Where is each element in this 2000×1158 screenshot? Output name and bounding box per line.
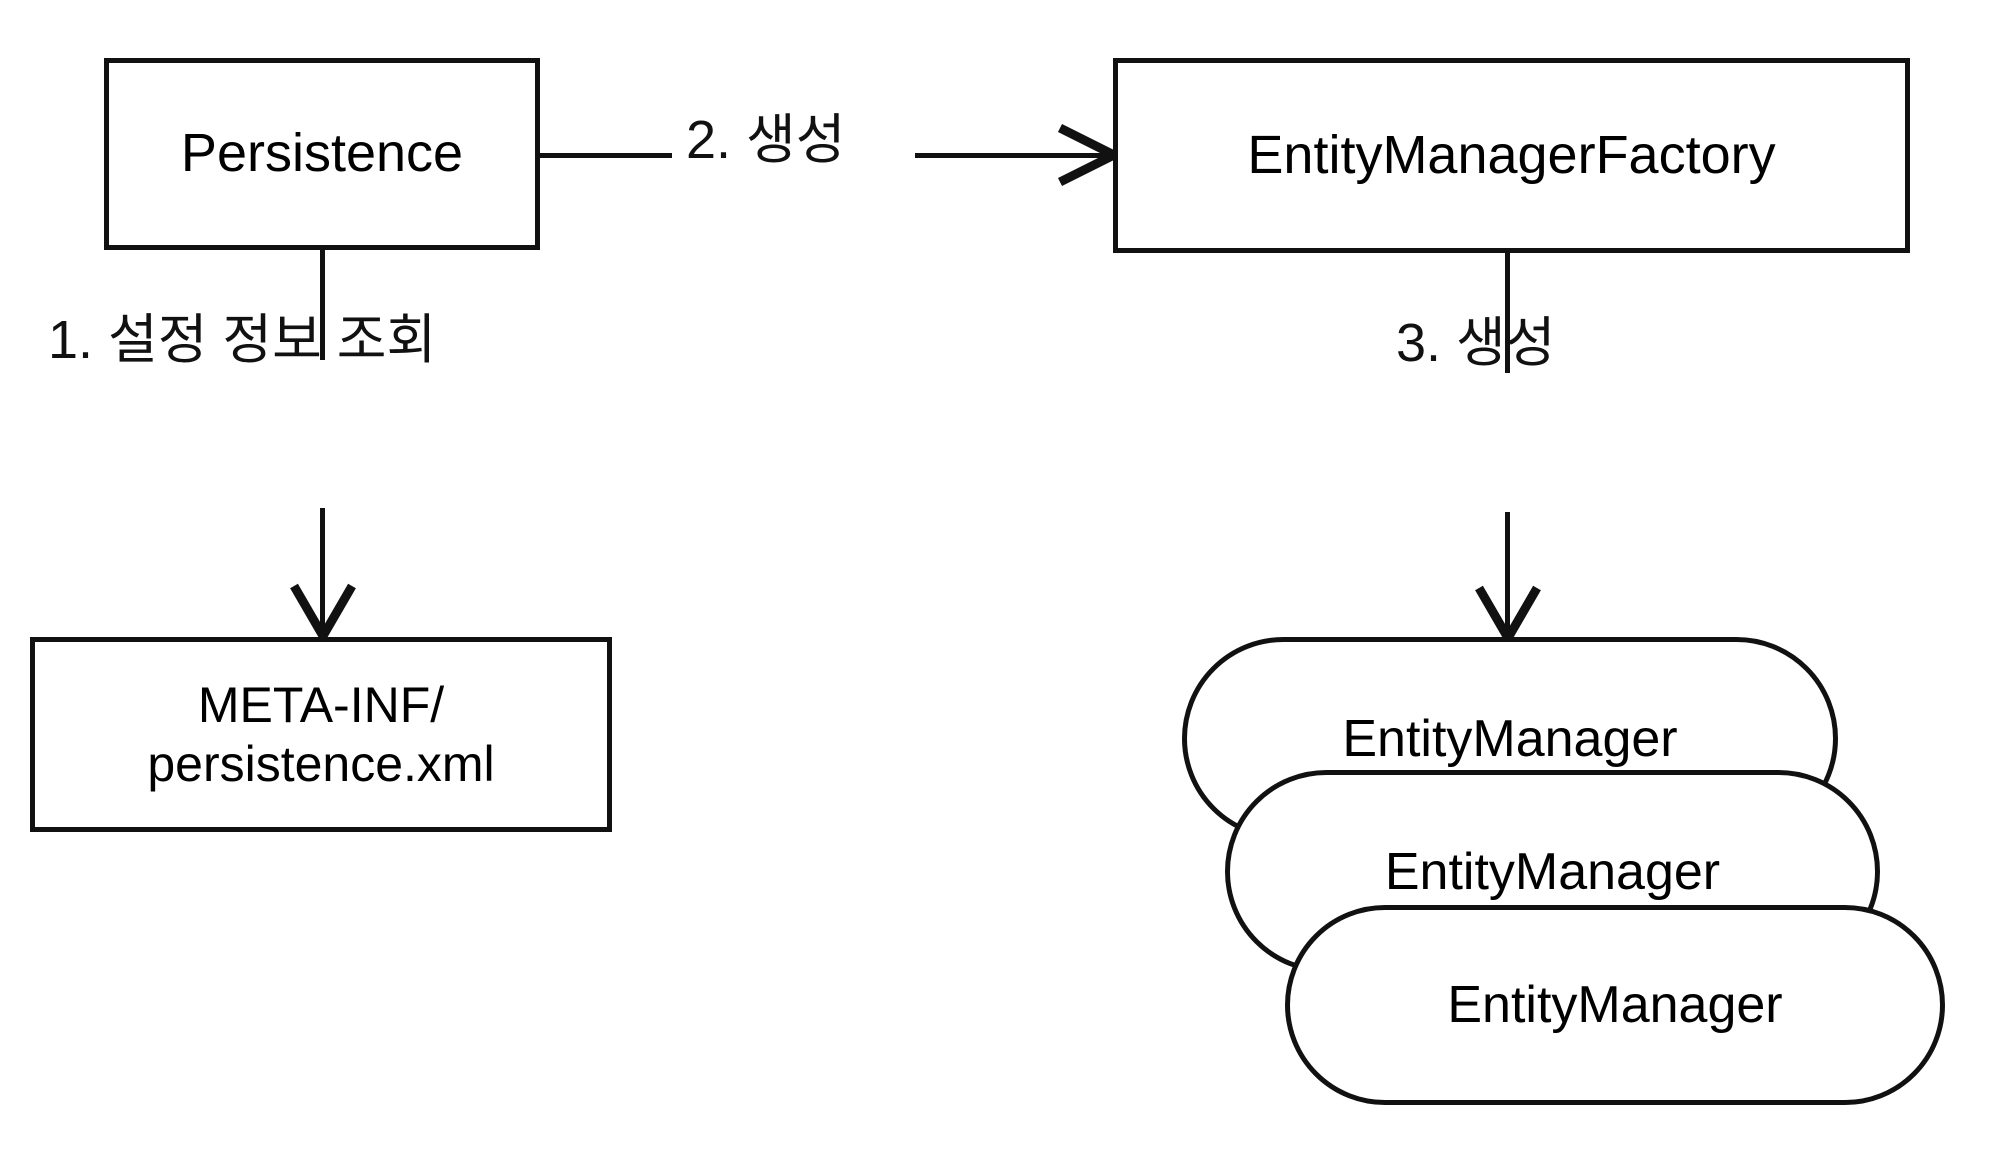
node-entity-manager-1-label: EntityManager — [1342, 709, 1678, 768]
edge-step-2-label: 2. 생성 — [686, 110, 846, 170]
edge-step-2-left-segment — [538, 153, 672, 158]
edge-step-3-lower-segment — [1505, 512, 1510, 640]
node-persistence[interactable]: Persistence — [104, 58, 540, 250]
node-meta-inf-label: META-INF/ persistence.xml — [147, 676, 495, 792]
node-entity-manager-2-label: EntityManager — [1384, 842, 1721, 901]
node-entity-manager-factory[interactable]: EntityManagerFactory — [1113, 58, 1910, 253]
node-meta-inf-persistence-xml[interactable]: META-INF/ persistence.xml — [30, 637, 612, 832]
arrowhead-down-to-meta-inf — [286, 578, 360, 644]
node-entity-manager-factory-label: EntityManagerFactory — [1247, 124, 1776, 185]
edge-step-1-label: 1. 설정 정보 조회 — [48, 310, 437, 370]
edge-step-3-label: 3. 생성 — [1396, 313, 1556, 373]
edge-step-2-right-segment — [915, 153, 1115, 158]
edge-step-1-lower-segment — [320, 508, 325, 638]
node-entity-manager-3-label: EntityManager — [1447, 976, 1783, 1034]
edge-step-1-upper-segment — [320, 250, 325, 360]
node-entity-manager-3[interactable]: EntityManager — [1285, 905, 1945, 1105]
edge-step-3-upper-segment — [1505, 253, 1510, 373]
node-persistence-label: Persistence — [180, 123, 464, 184]
